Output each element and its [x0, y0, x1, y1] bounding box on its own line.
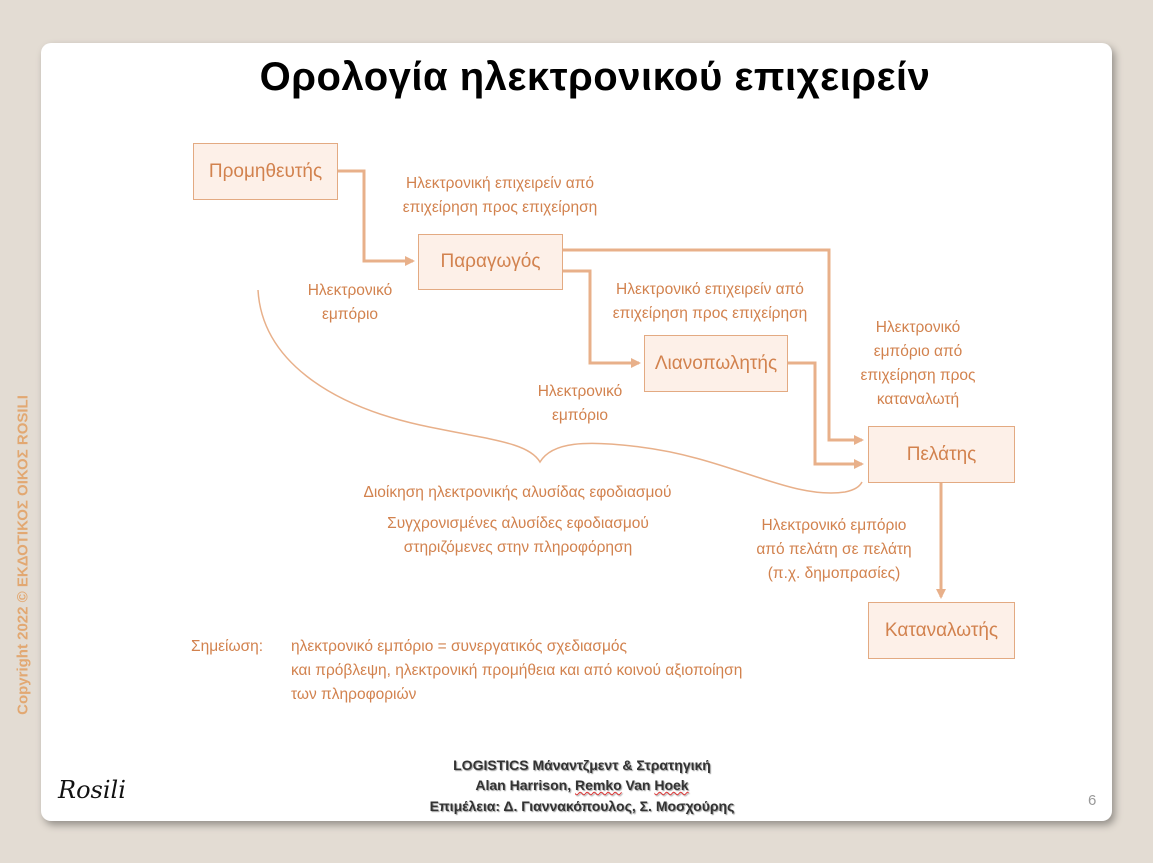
node-consumer: Καταναλωτής	[868, 602, 1015, 659]
label-ecommerce-left: Ηλεκτρονικό εμπόριο	[307, 282, 393, 323]
node-customer: Πελάτης	[868, 426, 1015, 483]
label-c2c: Ηλεκτρονικό εμπόριο από πελάτη σε πελάτη…	[756, 517, 912, 582]
arrow-supplier-manufacturer	[338, 169, 415, 266]
footer-line-3: Επιμέλεια: Δ. Γιαννακόπουλος, Σ. Μοσχούρ…	[429, 798, 735, 814]
brace-curve	[257, 289, 863, 494]
arrow-manufacturer-customer	[563, 248, 864, 445]
note-label: Σημείωση:	[191, 638, 264, 655]
arrow-retailer-customer	[788, 361, 864, 469]
node-supplier: Προμηθευτής	[193, 143, 338, 200]
slide-title: Ορολογία ηλεκτρονικού επιχειρείν	[259, 55, 931, 99]
label-b2c: Ηλεκτρονικό εμπόριο από επιχείρηση προς …	[860, 319, 976, 408]
label-b2b-1: Ηλεκτρονική επιχειρείν από επιχείρηση πρ…	[402, 175, 598, 216]
label-sync: Συγχρονισμένες αλυσίδες εφοδιασμού στηρι…	[387, 515, 649, 556]
label-b2b-2: Ηλεκτρονικό επιχειρείν από επιχείρηση πρ…	[612, 281, 808, 322]
arrow-manufacturer-retailer	[563, 269, 641, 368]
label-scm: Διοίκηση ηλεκτρονικής αλυσίδας εφοδιασμο…	[363, 484, 672, 501]
page-number: 6	[1088, 792, 1097, 809]
footer-line-1: LOGISTICS Μάναντζμεντ & Στρατηγική	[453, 757, 711, 773]
rosili-logo: Rosili	[58, 776, 126, 804]
node-retailer: Λιανοπωλητής	[644, 335, 788, 392]
note-text: ηλεκτρονικό εμπόριο = συνεργατικός σχεδι…	[291, 638, 743, 703]
label-ecommerce-mid: Ηλεκτρονικό εμπόριο	[537, 383, 623, 424]
node-manufacturer: Παραγωγός	[418, 234, 563, 290]
footer-line-2: Alan Harrison, Remko Van Hoek	[475, 777, 689, 793]
